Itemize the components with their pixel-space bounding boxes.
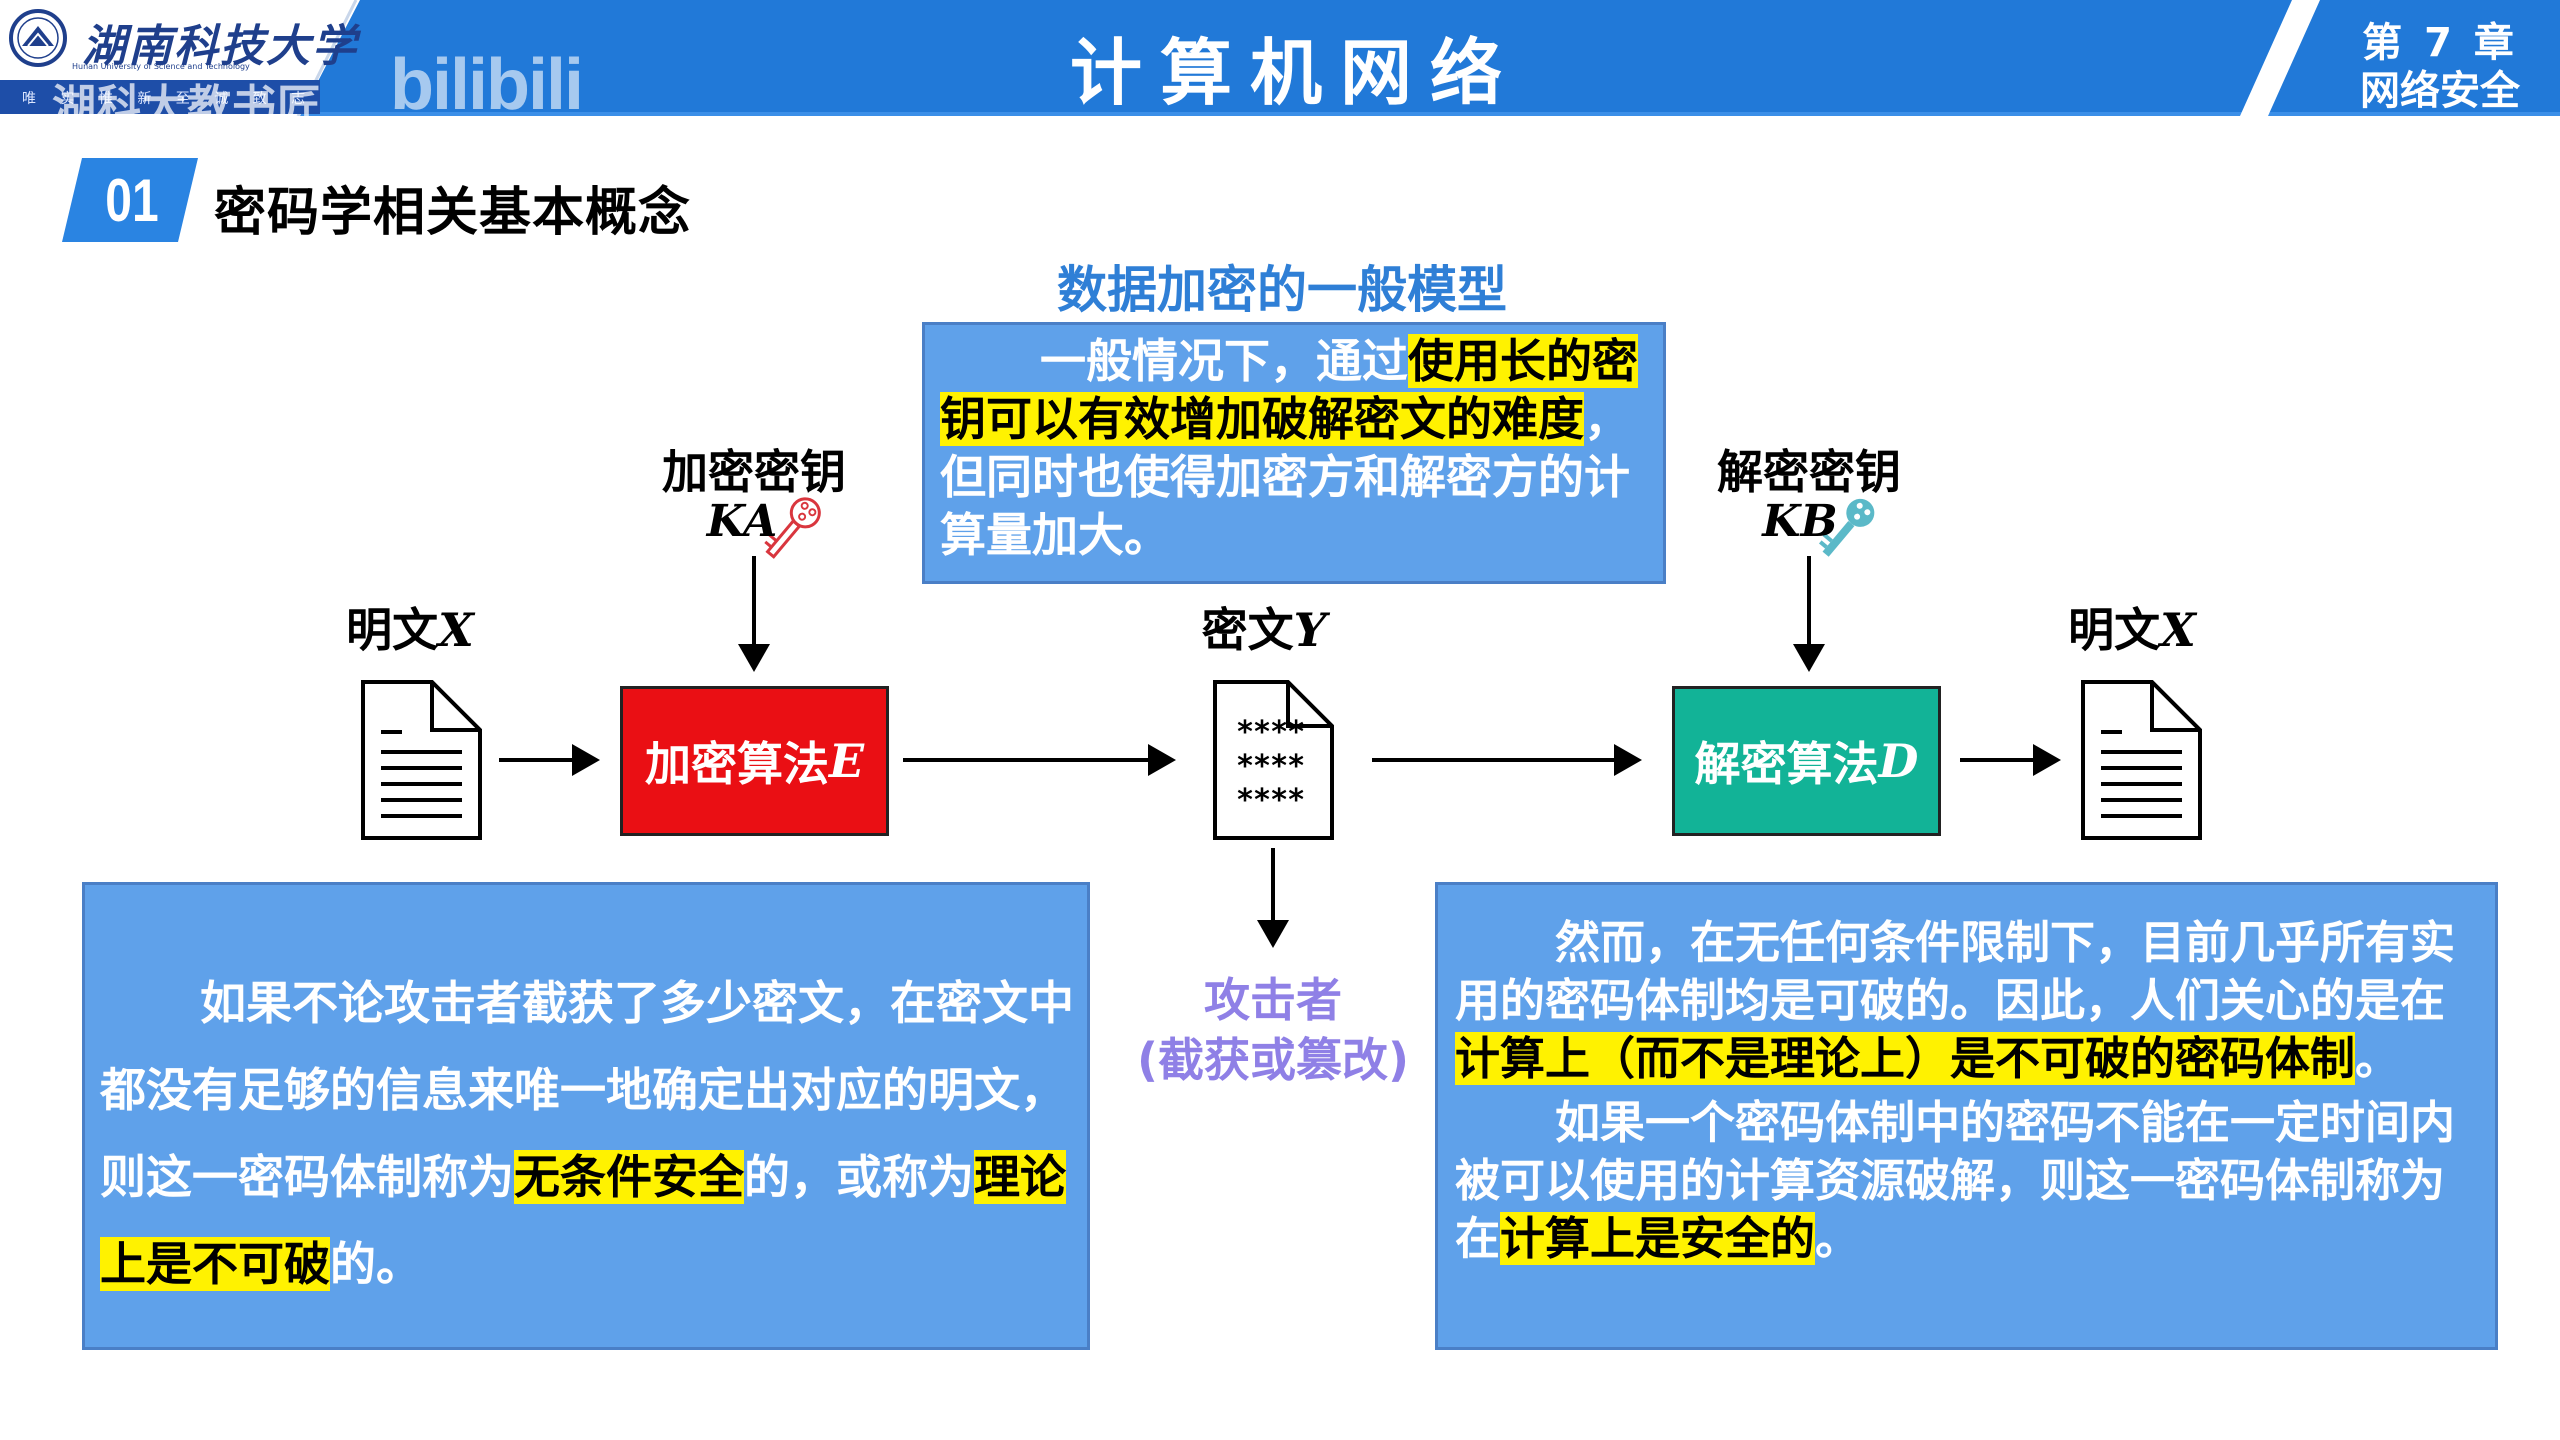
encryption-algorithm-variable: E [828,734,865,788]
section-number: 01 [105,167,159,234]
note-right-p1-highlight: 计算上（而不是理论上）是不可破的密码体制 [1455,1032,2356,1085]
note-right-p2-part2: 。 [1815,1212,1861,1265]
watermark-channel-name: 湖科大教书匠 [52,81,322,132]
plaintext-label-text: 明文 [346,603,439,657]
decryption-key-variable: KB [1762,496,1838,547]
note-top-part2: ，但同时也使得加密方和解密方的计算量加大。 [940,392,1630,562]
note-top-part1: 一般情况下，通过 [1040,334,1408,388]
chapter-name: 网络安全 [2360,68,2520,114]
university-emblem-icon [8,8,68,68]
encryption-key-label: 加密密钥 [662,445,846,499]
ciphertext-content: **** **** **** [1236,716,1316,818]
chapter-number: 第 7 章 [2362,20,2518,66]
note-right-paragraph-2: 如果一个密码体制中的密码不能在一定时间内被可以使用的计算资源破解，则这一密码体制… [1455,1094,2485,1268]
note-left-part1: 如果不论攻击者截获了多少密文，在密文中都没有足够的信息来唯一地确定出对应的明文，… [100,976,1074,1204]
attacker-sub-label: (截获或篡改) [1136,1033,1410,1087]
course-title: 计算机网络 [1069,31,1520,115]
slide-header [0,0,2560,116]
header-divider [0,112,2560,116]
note-right-p2-part1: 如果一个密码体制中的密码不能在一定时间内被可以使用的计算资源破解，则这一密码体制… [1455,1096,2456,1265]
decryption-key-label: 解密密钥 [1717,445,1901,499]
section-title: 密码学相关基本概念 [214,183,692,243]
note-left-part3: 的。 [330,1237,422,1291]
encryption-key-variable: KA [706,496,778,547]
note-right-p2-highlight: 计算上是安全的 [1500,1212,1816,1265]
ciphertext-line: **** [1236,749,1305,784]
note-right-p1-part2: 。 [2355,1032,2401,1085]
plaintext-document-icon-left [361,680,482,840]
motto-bar [0,80,320,114]
note-left-part2: 的，或称为 [744,1150,974,1204]
attacker-label: 攻击者 [1204,973,1342,1027]
plaintext-label-left: 明文X [346,594,474,660]
decryption-algorithm-variable: D [1878,734,1919,788]
university-name-en: Hunan University of Science and Technolo… [72,62,250,71]
ciphertext-line: **** [1236,715,1305,750]
ciphertext-label: 密文Y [1202,594,1327,660]
plaintext-variable: X [438,603,474,657]
plaintext-label-right: 明文X [2068,594,2196,660]
note-left-text: 如果不论攻击者截获了多少密文，在密文中都没有足够的信息来唯一地确定出对应的明文，… [100,960,1075,1308]
encryption-algorithm-label: 加密算法 [644,737,829,791]
ciphertext-variable: Y [1293,603,1327,657]
ciphertext-line: **** [1236,783,1305,818]
note-right-p1-part1: 然而，在无任何条件限制下，目前几乎所有实用的密码体制均是可破的。因此，人们关心的… [1455,916,2456,1027]
diagram-title: 数据加密的一般模型 [1057,261,1507,319]
note-left-highlight-1: 无条件安全 [514,1150,744,1204]
decryption-algorithm-label: 解密算法 [1694,737,1879,791]
plaintext-variable: X [2160,603,2196,657]
note-top-text: 一般情况下，通过使用长的密钥可以有效增加破解密文的难度，但同时也使得加密方和解密… [940,332,1652,564]
chapter-divider-slash [2240,0,2320,116]
watermark-bilibili-logo: bilibili [390,45,584,125]
plaintext-document-icon-right [2081,680,2202,840]
university-motto: 唯 实 惟 新 至 诚 致 志 [22,91,316,107]
ciphertext-label-text: 密文 [1201,603,1294,657]
note-right-text: 然而，在无任何条件限制下，目前几乎所有实用的密码体制均是可破的。因此，人们关心的… [1455,914,2485,1268]
plaintext-label-text: 明文 [2068,603,2161,657]
university-name-cn: 湖南科技大学 [82,21,358,72]
note-box-computational-security [1435,882,2498,1350]
section-number-badge [62,158,198,242]
note-right-paragraph-1: 然而，在无任何条件限制下，目前几乎所有实用的密码体制均是可破的。因此，人们关心的… [1455,914,2485,1088]
